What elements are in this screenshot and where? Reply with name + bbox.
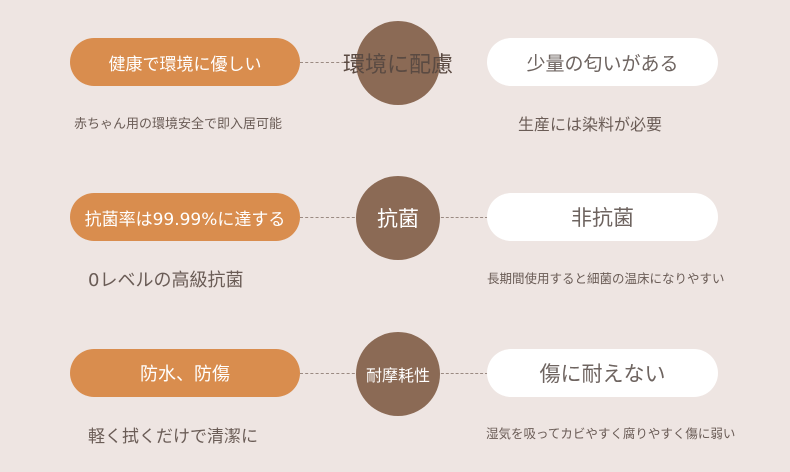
our-feature-pill: 健康で環境に優しい [70, 38, 300, 86]
connector-line [436, 217, 488, 218]
feature-circle: 抗菌 [356, 176, 440, 260]
competitor-pill: 少量の匂いがある [487, 38, 718, 86]
our-note: 0レベルの高級抗菌 [88, 270, 244, 291]
our-note: 軽く拭くだけで清潔に [88, 427, 258, 447]
comparison-row-environment: 健康で環境に優しい 環境に配慮 少量の匂いがある 赤ちゃん用の環境安全で即入居可… [0, 21, 790, 138]
connector-line [436, 373, 488, 374]
comparison-row-antibacterial: 抗菌率は99.99%に達する 抗菌 非抗菌 0レベルの高級抗菌 長期間使用すると… [0, 176, 790, 293]
competitor-pill: 非抗菌 [487, 193, 718, 241]
competitor-note: 長期間使用すると細菌の温床になりやすい [487, 271, 725, 286]
feature-circle: 環境に配慮 [343, 21, 453, 105]
competitor-note: 生産には染料が必要 [518, 115, 663, 134]
our-feature-pill: 防水、防傷 [70, 349, 300, 397]
connector-line [300, 373, 360, 374]
our-feature-pill: 抗菌率は99.99%に達する [70, 193, 300, 241]
competitor-pill: 傷に耐えない [487, 349, 718, 397]
our-note: 赤ちゃん用の環境安全で即入居可能 [74, 117, 283, 132]
feature-circle: 耐摩耗性 [356, 332, 440, 416]
comparison-row-wear-resistance: 防水、防傷 耐摩耗性 傷に耐えない 軽く拭くだけで清潔に 湿気を吸ってカビやすく… [0, 332, 790, 449]
connector-line [300, 62, 360, 63]
competitor-note: 湿気を吸ってカビやすく腐りやすく傷に弱い [486, 426, 736, 441]
connector-line [300, 217, 360, 218]
